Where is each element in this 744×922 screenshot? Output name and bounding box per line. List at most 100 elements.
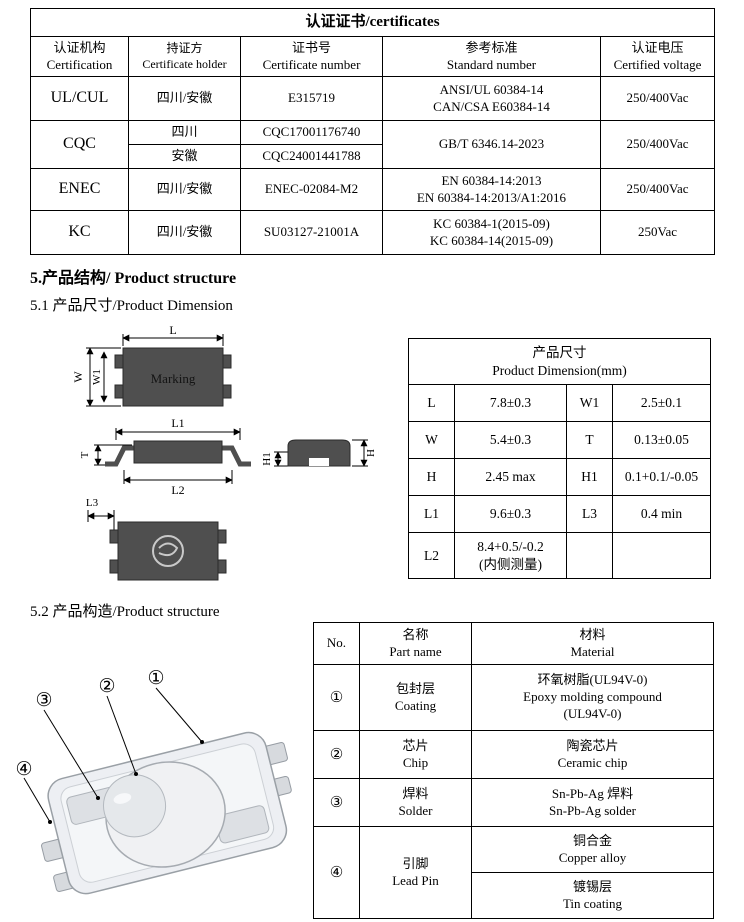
- cell-cqc-number-1: CQC17001176740: [240, 120, 383, 145]
- dim-value: 8.4+0.5/-0.2 (内侧测量): [454, 532, 567, 579]
- bottom-view-body: [117, 521, 219, 581]
- dim-row: W 5.4±0.3 T 0.13±0.05: [408, 421, 711, 459]
- dim-label-H: H: [365, 449, 377, 457]
- callout-2: ②: [98, 676, 115, 697]
- highlight: [113, 793, 132, 804]
- cert-row-kc: KC 四川/安徽 SU03127-21001A KC 60384-1(2015-…: [30, 210, 715, 255]
- cell-kc-number: SU03127-21001A: [240, 210, 383, 255]
- cell-enec-number: ENEC-02084-M2: [240, 168, 383, 211]
- parts-material: 铜合金 Copper alloy: [471, 826, 714, 873]
- cell-cqc-certification: CQC: [30, 120, 129, 169]
- dim-value: 2.5±0.1: [612, 384, 711, 422]
- cell-enec-certification: ENEC: [30, 168, 129, 211]
- section-5-heading: 5.产品结构/ Product structure: [30, 270, 237, 287]
- product-dimension-drawings: L W W1 Marking L1 L2 T: [71, 324, 377, 581]
- dimension-table: 产品尺寸 Product Dimension(mm) L 7.8±0.3 W1 …: [408, 338, 711, 579]
- dim-value: [612, 532, 711, 579]
- end-view-slot: [309, 458, 329, 466]
- dim-key: L1: [408, 495, 455, 533]
- section-5-1-heading: 5.1 产品尺寸/Product Dimension: [30, 298, 233, 314]
- col-header-standard: 参考标准 Standard number: [382, 36, 601, 77]
- dim-value: 0.13±0.05: [612, 421, 711, 459]
- section-5-2-heading: 5.2 产品构造/Product structure: [30, 604, 220, 620]
- parts-header-part: 名称 Part name: [359, 622, 472, 665]
- certificates-table-title: 认证证书/certificates: [30, 8, 715, 37]
- dim-key: L3: [566, 495, 613, 533]
- cert-row-ulcul: UL/CUL 四川/安徽 E315719 ANSI/UL 60384-14 CA…: [30, 76, 715, 121]
- dim-key: L2: [408, 532, 455, 579]
- dim-value: 7.8±0.3: [454, 384, 567, 422]
- callout-4: ④: [15, 759, 32, 780]
- cert-row-enec: ENEC 四川/安徽 ENEC-02084-M2 EN 60384-14:201…: [30, 168, 715, 211]
- dim-value: 5.4±0.3: [454, 421, 567, 459]
- parts-material: 环氧树脂(UL94V-0) Epoxy molding compound (UL…: [471, 664, 714, 731]
- parts-no: ④: [313, 826, 360, 919]
- dim-key: H: [408, 458, 455, 496]
- cell-ulcul-standard: ANSI/UL 60384-14 CAN/CSA E60384-14: [382, 76, 601, 121]
- cell-kc-holder: 四川/安徽: [128, 210, 241, 255]
- top-view-body: [122, 347, 224, 407]
- col-header-holder: 持证方 Certificate holder: [128, 36, 241, 77]
- product-structure-3d-view: ① ② ③ ④: [15, 668, 292, 895]
- dim-label-L2: L2: [171, 483, 184, 497]
- callout-3: ③: [35, 690, 52, 711]
- bottom-view-drawing: L3: [86, 497, 227, 581]
- dim-value: 0.1+0.1/-0.05: [612, 458, 711, 496]
- col-header-voltage: 认证电压 Certified voltage: [600, 36, 715, 77]
- brand-logo-swirl: [158, 542, 179, 557]
- parts-header-material: 材料 Material: [471, 622, 714, 665]
- parts-name: 引脚 Lead Pin: [359, 826, 472, 919]
- cert-row-cqc-1: CQC 四川 CQC17001176740 GB/T 6346.14-2023 …: [30, 120, 715, 169]
- dim-key: W1: [566, 384, 613, 422]
- end-view-body: [287, 439, 351, 467]
- parts-row-chip: ② 芯片 Chip 陶瓷芯片 Ceramic chip: [313, 730, 714, 779]
- parts-header-no: No.: [313, 622, 360, 665]
- side-view-lead-right: [220, 445, 251, 467]
- parts-row-leadpin-2: 镀锡层 Tin coating: [314, 872, 714, 919]
- dim-label-L: L: [169, 324, 176, 337]
- cell-enec-standard: EN 60384-14:2013 EN 60384-14:2013/A1:201…: [382, 168, 601, 211]
- dim-label-T: T: [79, 451, 91, 458]
- parts-no: ③: [313, 778, 360, 827]
- top-view-drawing: L W W1 Marking: [71, 324, 232, 407]
- parts-no: ②: [313, 730, 360, 779]
- cell-cqc-standard: GB/T 6346.14-2023: [382, 120, 601, 169]
- dim-label-H1: H1: [261, 452, 273, 465]
- cell-kc-standard: KC 60384-1(2015-09) KC 60384-14(2015-09): [382, 210, 601, 255]
- cert-row-cqc-2: 安徽 CQC24001441788: [31, 144, 715, 169]
- col-header-number: 证书号 Certificate number: [240, 36, 383, 77]
- brand-logo-mark: [152, 535, 184, 567]
- marking-label: Marking: [151, 371, 196, 386]
- parts-material: Sn-Pb-Ag 焊料 Sn-Pb-Ag solder: [471, 778, 714, 827]
- parts-material: 陶瓷芯片 Ceramic chip: [471, 730, 714, 779]
- cell-ulcul-holder: 四川/安徽: [128, 76, 241, 121]
- dim-label-L1: L1: [171, 416, 184, 430]
- parts-table: No. 名称 Part name 材料 Material ① 包封层 Coati…: [313, 622, 714, 919]
- parts-name: 芯片 Chip: [359, 730, 472, 779]
- dim-key: H1: [566, 458, 613, 496]
- parts-name: 包封层 Coating: [359, 664, 472, 731]
- side-view-drawing: L1 L2 T: [79, 416, 251, 497]
- cell-kc-certification: KC: [30, 210, 129, 255]
- cell-ulcul-certification: UL/CUL: [30, 76, 129, 121]
- parts-row-leadpin-1: ④ 引脚 Lead Pin 铜合金 Copper alloy: [313, 826, 714, 919]
- dim-key: W: [408, 421, 455, 459]
- dim-key: T: [566, 421, 613, 459]
- dim-label-L3: L3: [86, 497, 99, 509]
- callout-1: ①: [147, 668, 164, 689]
- cell-enec-voltage: 250/400Vac: [600, 168, 715, 211]
- callout-leader-lines: [23, 687, 205, 825]
- certificates-table: 认证证书/certificates 认证机构 Certification 持证方…: [30, 8, 715, 255]
- component-3d-body: [41, 731, 292, 895]
- parts-row-coating: ① 包封层 Coating 环氧树脂(UL94V-0) Epoxy moldin…: [313, 664, 714, 731]
- cell-kc-voltage: 250Vac: [600, 210, 715, 255]
- dim-label-W: W: [71, 371, 85, 383]
- dim-label-W1: W1: [91, 369, 103, 385]
- dim-value: 0.4 min: [612, 495, 711, 533]
- cell-ulcul-voltage: 250/400Vac: [600, 76, 715, 121]
- dimension-table-title: 产品尺寸 Product Dimension(mm): [408, 338, 711, 385]
- cell-cqc-voltage: 250/400Vac: [600, 120, 715, 169]
- solder-dome: [103, 774, 167, 838]
- side-view-lead-left: [105, 445, 136, 467]
